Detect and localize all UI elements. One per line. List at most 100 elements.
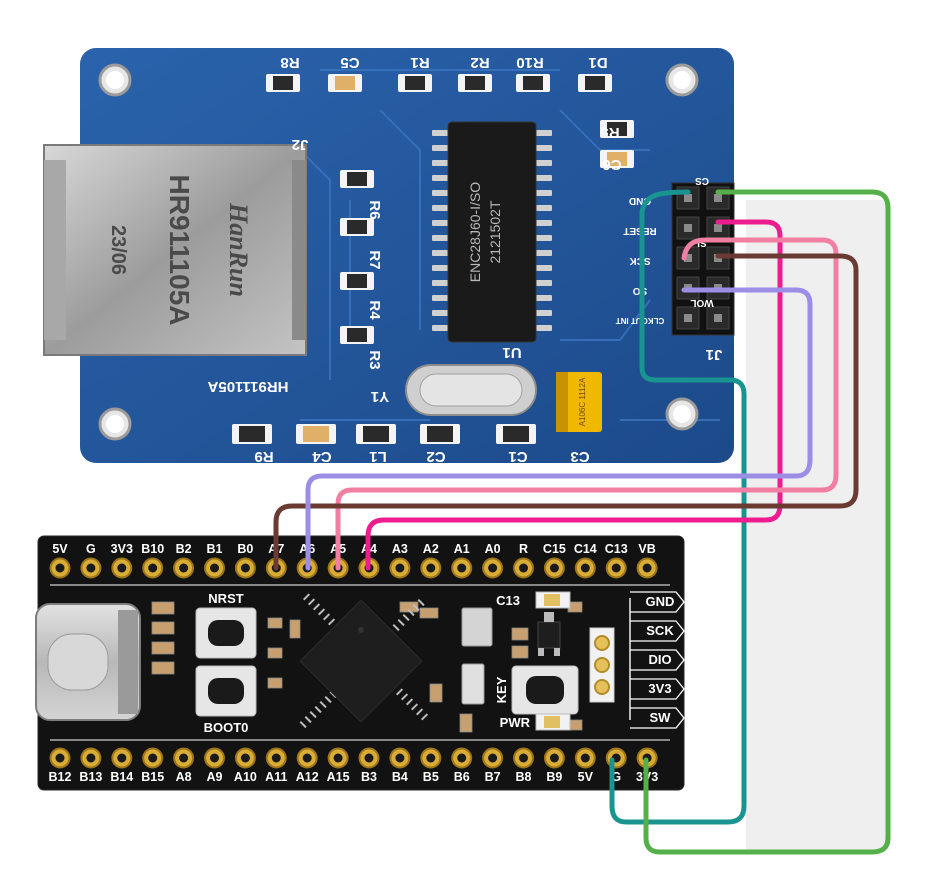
board-pin[interactable] [111,747,133,769]
pwr-label: PWR [500,715,531,730]
header-j1 [671,182,735,336]
crystal-small [461,663,485,705]
board-pin[interactable] [420,747,442,769]
smd-part [511,627,529,641]
pin-label: B14 [110,770,133,784]
board-pin[interactable] [358,747,380,769]
usb-c-connector [35,603,141,721]
board-pin[interactable] [389,557,411,579]
header-pin-post [714,314,722,322]
wire-so [305,287,813,571]
board-pin[interactable] [327,747,349,769]
tantalum-text: A106C 1112A [578,377,587,426]
board-pin[interactable] [173,747,195,769]
board-pin[interactable] [543,747,565,769]
smd-part [340,218,374,236]
header-pin-post [684,194,692,202]
smd-part [267,617,283,629]
board-pin[interactable] [142,557,164,579]
wire-3v3 [643,189,891,855]
smd-part [356,424,396,444]
pin-label: G [86,542,96,556]
key-button[interactable] [511,665,579,715]
jack-part-text: HR911105A [164,174,195,325]
pin-label: B3 [361,770,377,784]
board-pin[interactable] [543,557,565,579]
board-pin[interactable] [513,747,534,769]
chip-line2: 2121502T [487,200,503,264]
pin-label: A2 [423,542,439,556]
c13-label: C13 [496,593,520,608]
pin-label: B5 [423,770,439,784]
refdes-label: C4 [312,448,332,465]
refdes-label: R7 [366,250,383,269]
board-pin[interactable] [482,747,504,769]
swd-label: SCK [646,623,674,638]
swd-arrow [630,678,685,700]
board-pin[interactable] [265,747,287,769]
pin-label: B12 [49,770,72,784]
board-pin[interactable] [420,557,442,579]
mcu-chip [299,593,429,729]
smd-part [267,647,283,659]
board-pin[interactable] [173,557,195,579]
pin-label: B1 [207,542,223,556]
wire-gnd [609,189,747,825]
smd-part [289,619,301,639]
pin-label: C15 [543,542,566,556]
board-pin[interactable] [513,557,534,579]
board-pin[interactable] [451,747,473,769]
board-pin[interactable] [296,747,318,769]
header-label: GND [629,195,651,206]
board-pin[interactable] [204,747,225,769]
board-pin[interactable] [636,557,658,579]
board-pin[interactable] [574,557,596,579]
board-pin[interactable] [574,747,596,769]
swd-arrow [630,620,685,642]
pin-label: B6 [454,770,470,784]
board-pin[interactable] [111,557,133,579]
pin-label: C14 [574,542,597,556]
regulator [537,612,561,656]
pin-label: B13 [79,770,102,784]
board-pin[interactable] [142,747,164,769]
smd-part [578,74,612,92]
wire-si [335,237,839,571]
boot0-button[interactable] [195,665,257,717]
smd-part [496,424,536,444]
smd-part [398,74,432,92]
board-pin[interactable] [49,557,71,579]
board-pin[interactable] [234,747,256,769]
refdes-label: C2 [426,448,445,465]
smd-part [151,621,175,635]
refdes-label: C3 [570,448,589,465]
wire-cs [365,219,783,571]
rj45-jack: HanRun HR911105A 23/06 [43,144,307,356]
board-pin[interactable] [49,747,71,769]
board-pin[interactable] [451,557,473,579]
chip-line1: ENC28J60-I/SO [467,182,483,282]
pin-label: 3V3 [111,542,133,556]
header-pin-post [684,224,692,232]
board-pin[interactable] [80,557,102,579]
refdes-label: R9 [254,448,273,465]
refdes-label: R4 [366,300,383,320]
board-pin[interactable] [389,747,411,769]
board-pin[interactable] [80,747,102,769]
jack-date-text: 23/06 [107,225,129,275]
stm-smd-components [151,601,583,733]
board-pin[interactable] [605,557,627,579]
jack-silk-label: HR911105A [207,378,288,395]
board-pin[interactable] [234,557,256,579]
board-pin[interactable] [204,557,225,579]
smd-part [511,645,529,659]
header-pin-post [684,314,692,322]
refdes-label: R2 [470,54,489,71]
pin-label: A12 [296,770,319,784]
board-pin[interactable] [482,557,504,579]
nrst-button[interactable] [195,607,257,659]
refdes-label: Y1 [371,388,389,405]
header-pin-post [684,254,692,262]
header-pin-post [714,194,722,202]
